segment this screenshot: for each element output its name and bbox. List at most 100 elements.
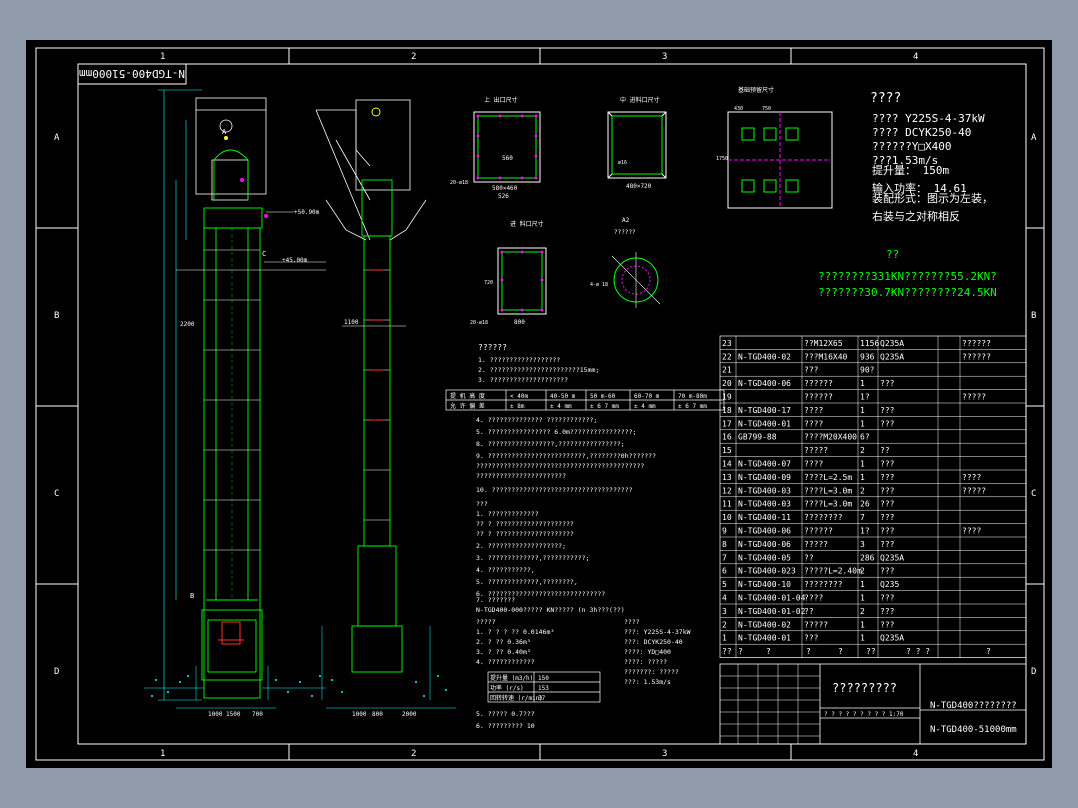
- mini-r1-value: 153: [538, 685, 549, 692]
- param-right-1: ???: Y225S-4-37kW: [624, 628, 691, 636]
- dim-1100-label: 1100: [344, 319, 359, 326]
- foundation-dim-1750: 1750: [716, 156, 728, 162]
- motor-spec-line-4: ???1.53m/s: [872, 154, 938, 167]
- bom-cell: ?????: [962, 393, 986, 402]
- bom-cell: ????L=3.0m: [804, 486, 852, 495]
- tol-h-3: 50 m-60: [590, 393, 616, 400]
- bom-cell: ???: [880, 540, 895, 549]
- motor-spec-line-3: ??????Y□X400: [872, 140, 951, 153]
- bom-cell: Q235A: [880, 634, 904, 643]
- dim-1000b-label: 1000: [352, 711, 367, 718]
- middle-inlet-bolt: ø16: [618, 160, 627, 166]
- bom-cell: ???: [880, 594, 895, 603]
- bom-cell: 7: [860, 513, 865, 522]
- bom-cell: ???: [804, 366, 819, 375]
- bom-cell: Q235A: [880, 352, 904, 361]
- tol-r-0: 允 许 偏 差: [450, 402, 485, 410]
- motor-spec-line-2: ???? DCYK250-40: [872, 126, 971, 139]
- outlet-inner-dim: 560: [502, 155, 513, 162]
- bom-cell: ??: [804, 607, 814, 616]
- motor-spec-line-6: 输入功率： 14.61: [872, 181, 967, 195]
- tol-r-4: ± 4 mm: [634, 403, 656, 410]
- bom-cell: 1: [860, 634, 865, 643]
- technical-notes: ?????? 1. ?????????????????? 2. ????????…: [478, 343, 599, 384]
- tol-h-0: 提 机 高 度: [450, 392, 485, 400]
- bom-cell: ??????: [962, 352, 991, 361]
- bom-cell: 90?: [860, 366, 875, 375]
- section-a-label: A: [222, 128, 227, 136]
- bom-cell: 3: [860, 540, 865, 549]
- bom-cell: Q235A: [880, 339, 904, 348]
- motor-spec-line-1: ???? Y225S-4-37kW: [872, 112, 985, 125]
- param-left-2: 2. ? ?? 0.36m³: [476, 638, 531, 646]
- bom-cell: 14: [722, 460, 732, 469]
- tol-r-5: ± 6 7 mm: [678, 403, 707, 410]
- col-label-top-3: 3: [662, 52, 667, 62]
- bom-cell: ????????: [804, 513, 843, 522]
- note-b-4: 2. ???????????????????;: [476, 542, 566, 550]
- bom-cell: Q235A: [880, 553, 904, 562]
- bom-header-cell: ??: [722, 647, 732, 656]
- title-drawing-code: N-TGD400????????: [930, 701, 1017, 711]
- bom-cell: 1: [860, 419, 865, 428]
- bom-header-cell: ? ? ?: [906, 647, 930, 656]
- cad-drawing-viewport[interactable]: 1 2 3 4 1 2 3 4 A B C D A B C D N-TGD400…: [26, 40, 1052, 768]
- bom-cell: ???: [880, 500, 895, 509]
- row-label-right-b: B: [1031, 311, 1036, 321]
- bom-cell: 6?: [860, 433, 870, 442]
- inlet-height-dim: 720: [484, 280, 493, 286]
- note-line-6: 8. ?????????????????,????????????????;: [476, 440, 625, 448]
- note-line-9: ???????????????????????: [476, 472, 566, 480]
- row-label-left-d: D: [54, 667, 59, 677]
- note-b-7: 5. ?????????????,????????,: [476, 578, 578, 586]
- bom-cell: ????: [804, 406, 823, 415]
- bom-cell: 13: [722, 473, 732, 482]
- col-label-bottom-1: 1: [160, 749, 165, 759]
- bom-cell: 22: [722, 352, 732, 361]
- dim-1000-label: 1000: [208, 711, 223, 718]
- tol-h-1: < 40m: [510, 393, 528, 400]
- bom-cell: ???: [880, 567, 895, 576]
- outlet-bolt-dim: 20-ø18: [450, 180, 468, 186]
- foundation-title: 基础预留尺寸: [738, 86, 774, 94]
- bom-cell: 17: [722, 419, 732, 428]
- col-label-top-1: 1: [160, 52, 165, 62]
- foundation-dim-750: 750: [762, 106, 771, 112]
- rotated-drawing-number: N-TGD400-51000mm: [77, 63, 187, 85]
- bom-cell: 1156: [860, 339, 879, 348]
- tolerance-table: 提 机 高 度 < 40m 40-50 m 50 m-60 60-70 m 70…: [445, 389, 725, 411]
- bom-cell: ???: [880, 486, 895, 495]
- note-b-1: 1. ?????????????: [476, 510, 539, 518]
- bom-cell: ????????: [804, 580, 843, 589]
- title-drawing-name: ?????????: [832, 681, 897, 695]
- bom-cell: 3: [722, 607, 727, 616]
- bom-cell: 7: [722, 553, 727, 562]
- bom-cell: ????L=3.0m: [804, 500, 852, 509]
- param-left-0: ?????: [476, 618, 496, 626]
- loads-line-2: ???????30.7KN????????24.5KN: [818, 286, 997, 299]
- capacity-mini-table: 提升量 (m3/h) 150 功率 (r/s) 153 回转转速 (r/min)…: [487, 671, 601, 703]
- note-b-8: 6. ??????????????????????????????: [476, 590, 605, 598]
- bom-cell: N-TGD400-01-04: [738, 594, 806, 603]
- bom-cell: ??????: [804, 393, 833, 402]
- bom-cell: ?????: [804, 540, 828, 549]
- param-right-4: ????: ?????: [624, 658, 667, 666]
- bom-cell: 11: [722, 500, 732, 509]
- bom-cell: N-TGD400-09: [738, 473, 791, 482]
- bom-cell: 1: [860, 620, 865, 629]
- a2-flange-detail: A2 ?????? 4-ø 18: [590, 217, 661, 308]
- motor-spec-line-5: 提升量： 150m: [872, 164, 949, 177]
- bom-cell: 1: [860, 379, 865, 388]
- inlet-section-detail: 进 料口尺寸 800 720 20-ø18: [470, 220, 547, 326]
- a2-label: A2: [622, 217, 630, 224]
- note-line-10: 10. ????????????????????????????????????: [476, 486, 633, 494]
- foundation-detail: 基础预留尺寸 430 750 1750: [716, 86, 833, 209]
- bom-cell: 10: [722, 513, 732, 522]
- col-label-bottom-4: 4: [913, 749, 918, 759]
- note-b-9: 7. ???????: [476, 596, 515, 604]
- bom-cell: N-TGD400-023: [738, 567, 796, 576]
- bom-cell: 2: [860, 486, 865, 495]
- bom-cell: ???: [880, 473, 895, 482]
- loads-line-1: ????????331KN???????55.2KN?: [818, 270, 997, 283]
- outlet-total-dim: 526: [498, 193, 509, 200]
